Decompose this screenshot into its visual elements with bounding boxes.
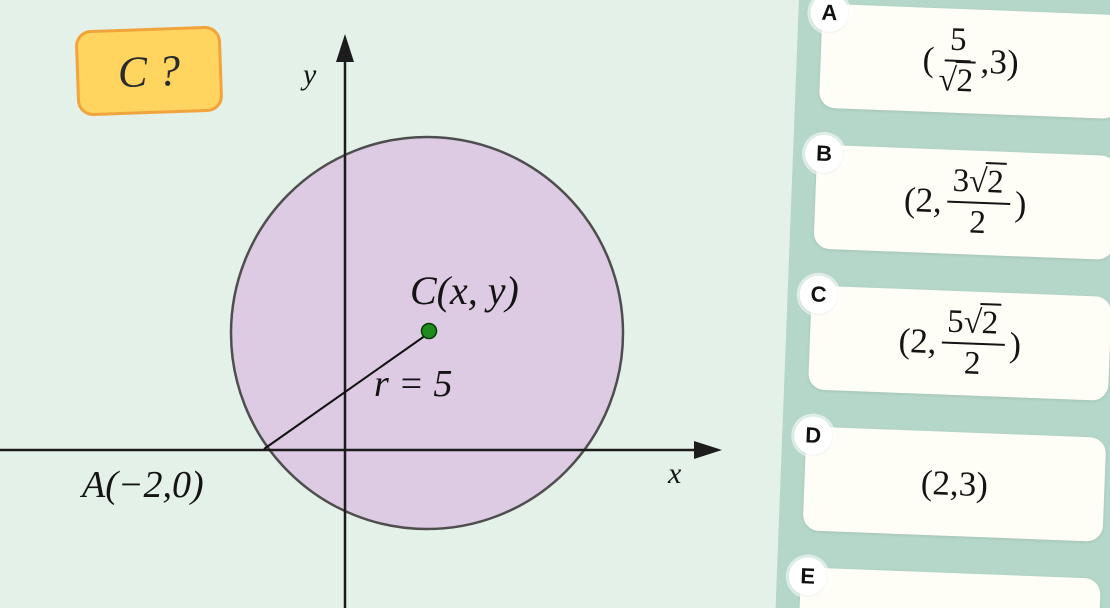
question-badge: C ? [74,25,224,117]
answer-a-open: ( [921,39,936,79]
answer-e-fraction: 5 [935,603,964,608]
answer-text-b: (2, 3√2 2 ) [903,162,1028,242]
answer-badge-d: D [793,415,833,456]
answer-text-d: (2,3) [920,463,989,506]
center-label: C(x, y) [410,268,519,313]
center-point [420,322,438,340]
radius-line [263,332,430,450]
answer-card-e[interactable]: E 5 [788,556,1101,608]
answer-e-numerator: 5 [935,603,964,608]
sqrt-icon: √2 [968,162,1007,202]
answer-badge-c: C [798,275,839,315]
answer-text-e: 5 [930,603,968,608]
y-axis-label: y [300,58,317,91]
y-axis-arrow-icon [336,34,354,62]
point-a-label: A(−2,0) [79,464,204,506]
answer-b-numerator: 3√2 [946,162,1012,206]
answer-a-numerator: 5 [944,22,973,63]
answer-b-open: (2, [903,179,943,221]
answer-text-c: (2, 5√2 2 ) [897,303,1022,383]
answer-card-b[interactable]: B (2, 3√2 2 ) [804,134,1110,261]
answer-badge-a: A [809,0,850,33]
x-axis-arrow-icon [694,441,722,459]
sqrt-icon: √2 [938,60,976,100]
answer-c-close: ) [1008,325,1022,365]
answer-card-a[interactable]: A ( 5 √2 ,3) [809,0,1110,120]
answer-card-d[interactable]: D (2,3) [793,415,1107,542]
question-badge-label: C ? [116,45,182,97]
answer-b-denominator: 2 [968,204,987,242]
answer-badge-b: B [804,134,844,174]
answer-a-close: ,3) [980,41,1020,83]
answer-badge-e: E [788,556,828,597]
answer-c-numerator: 5√2 [941,303,1006,346]
sqrt-icon: √2 [963,303,1001,343]
answer-c-denominator: 2 [963,345,982,382]
radius-label: r = 5 [374,363,452,405]
circle-diagram: y x C(x, y) r = 5 A(−2,0) [0,34,722,608]
answer-b-close: ) [1014,184,1028,224]
answers-panel: A ( 5 √2 ,3) B (2, 3√2 2 ) C [771,0,1110,608]
answer-b-fraction: 3√2 2 [945,162,1012,242]
answer-a-fraction: 5 √2 [938,22,977,100]
answer-c-open: (2, [897,320,938,362]
answer-c-fraction: 5√2 2 [940,303,1006,382]
answer-d-text: (2,3) [920,462,989,505]
answer-text-a: ( 5 √2 ,3) [921,22,1020,101]
answer-a-denominator: √2 [938,60,976,100]
answer-card-c[interactable]: C (2, 5√2 2 ) [798,275,1110,401]
x-axis-label: x [667,457,682,490]
